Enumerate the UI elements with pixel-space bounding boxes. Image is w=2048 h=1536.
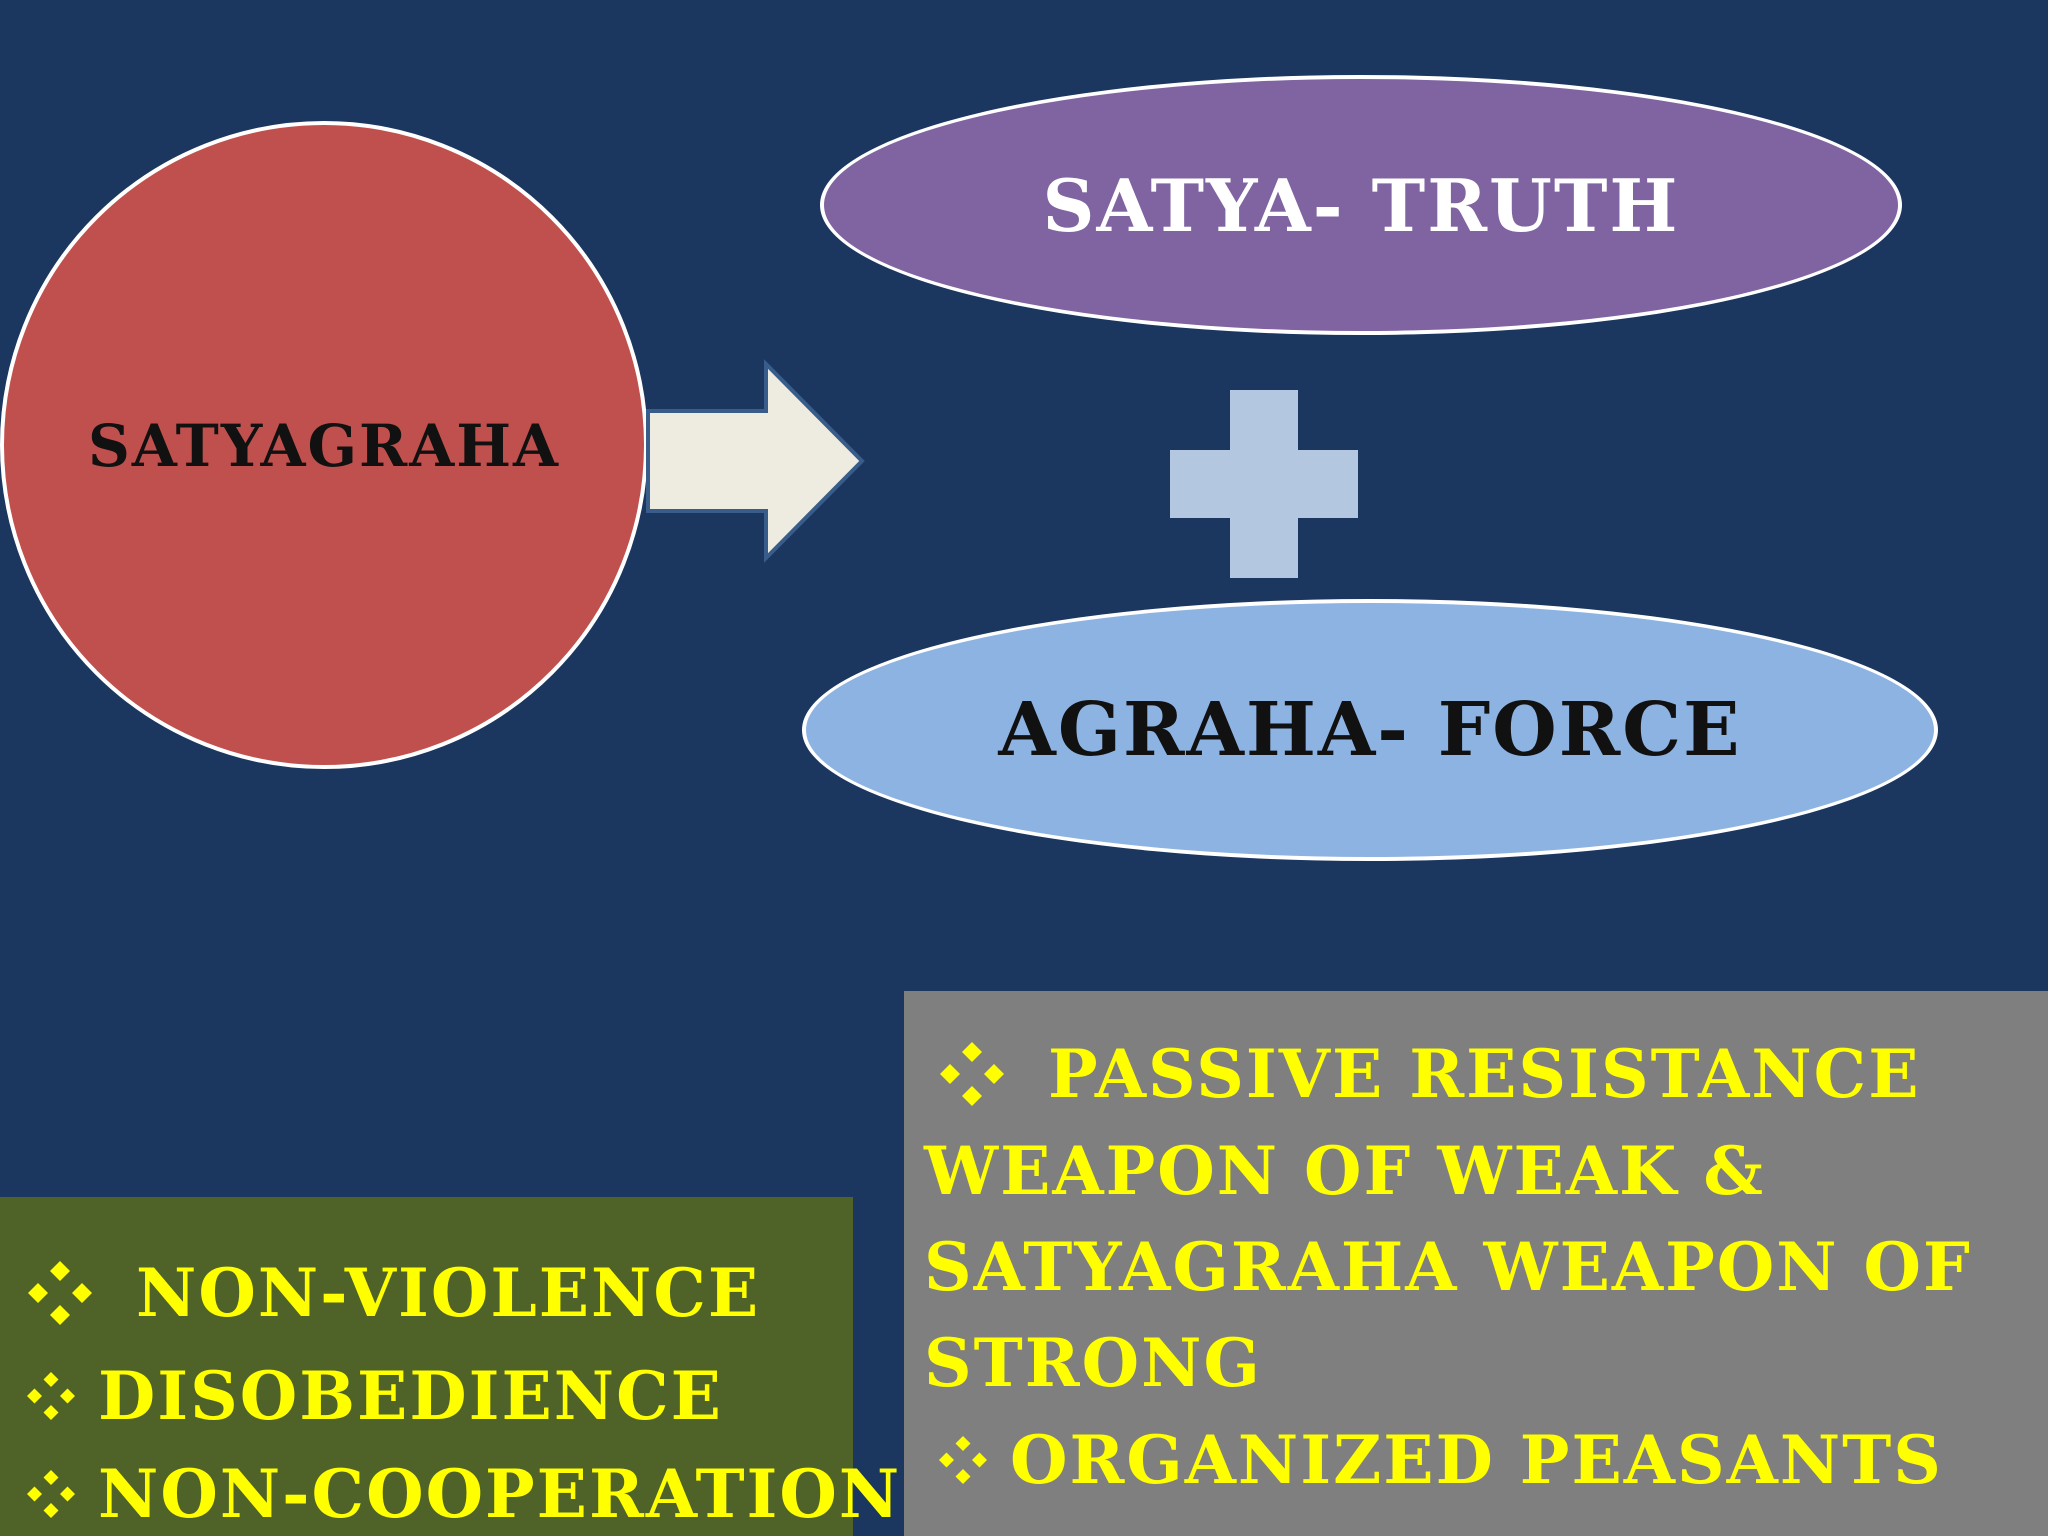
list-item: NON-COOPERATION: [24, 1445, 899, 1536]
satyagraha-circle: SATYAGRAHA: [0, 121, 648, 769]
method-non-violence: NON-VIOLENCE: [136, 1254, 761, 1332]
satya-truth-label: SATYA- TRUTH: [1042, 162, 1680, 248]
plus-icon: [1170, 390, 1358, 578]
note-line: SATYAGRAHA WEAPON OF: [924, 1219, 2048, 1315]
diamond-bullet-icon: [28, 1261, 92, 1325]
list-item: NON-VIOLENCE: [24, 1239, 853, 1347]
list-item: ORGANIZED PEASANTS: [924, 1411, 2048, 1509]
note-line: STRONG: [924, 1315, 2048, 1411]
agraha-force-label: AGRAHA- FORCE: [998, 687, 1742, 773]
diamond-bullet-icon: [27, 1470, 75, 1518]
diamond-bullet-icon: [27, 1372, 75, 1420]
method-disobedience: DISOBEDIENCE: [98, 1357, 723, 1435]
list-item: DISOBEDIENCE: [24, 1347, 853, 1445]
satyagraha-label: SATYAGRAHA: [87, 412, 561, 480]
list-item: PASSIVE RESISTANCE: [924, 1025, 2048, 1123]
methods-box: NON-VIOLENCE DISOBEDIENCE NON-COOPERATIO…: [0, 1197, 899, 1536]
diamond-bullet-icon: [939, 1436, 987, 1484]
satyagraha-weapon-text: SATYAGRAHA WEAPON OF: [924, 1228, 1972, 1306]
satya-oval: SATYA- TRUTH: [820, 75, 1902, 335]
diamond-bullet-icon: [940, 1042, 1004, 1106]
agraha-oval: AGRAHA- FORCE: [802, 599, 1938, 861]
method-non-cooperation: NON-COOPERATION: [98, 1455, 902, 1533]
organized-peasants-text: ORGANIZED PEASANTS: [1010, 1421, 1943, 1499]
note-line: WEAPON OF WEAK &: [924, 1123, 2048, 1219]
weapon-of-weak-text: WEAPON OF WEAK &: [924, 1132, 1765, 1210]
strong-text: STRONG: [924, 1324, 1262, 1402]
right-arrow-icon: [646, 359, 865, 563]
notes-box: PASSIVE RESISTANCE WEAPON OF WEAK & SATY…: [904, 991, 2048, 1536]
passive-resistance-text: PASSIVE RESISTANCE: [1048, 1035, 1921, 1113]
